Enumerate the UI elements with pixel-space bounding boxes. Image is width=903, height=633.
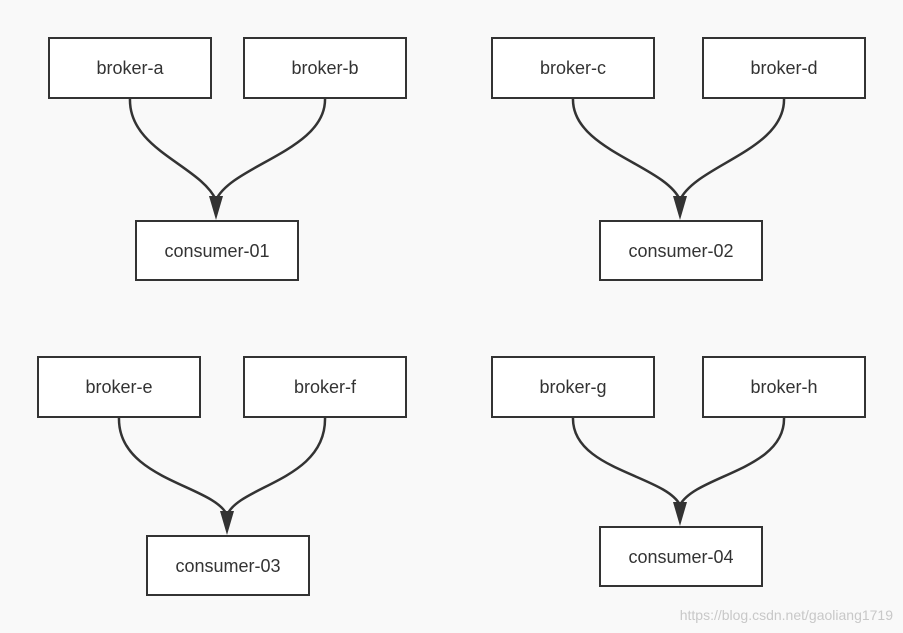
edge-broker-e-consumer-03 — [117, 416, 229, 516]
node-broker-g: broker-g — [491, 356, 655, 418]
node-broker-a-label: broker-a — [96, 58, 164, 78]
node-broker-h-label: broker-h — [750, 377, 817, 397]
arrowhead-consumer-02 — [673, 196, 687, 220]
node-consumer-02: consumer-02 — [599, 220, 763, 281]
arrowhead-consumer-04 — [673, 502, 687, 526]
node-broker-h: broker-h — [702, 356, 866, 418]
node-broker-e: broker-e — [37, 356, 201, 418]
node-consumer-01: consumer-01 — [135, 220, 299, 281]
group-consumer-03: broker-e broker-f consumer-03 — [37, 356, 407, 596]
group-consumer-04: broker-g broker-h consumer-04 — [491, 356, 866, 587]
node-broker-e-label: broker-e — [85, 377, 152, 397]
arrowhead-consumer-03 — [220, 511, 234, 535]
watermark-text: https://blog.csdn.net/gaoliang1719 — [679, 607, 893, 623]
edge-broker-c-consumer-02 — [571, 97, 682, 201]
node-broker-b-label: broker-b — [291, 58, 358, 78]
node-broker-d: broker-d — [702, 37, 866, 99]
node-consumer-03: consumer-03 — [146, 535, 310, 596]
arrowhead-consumer-01 — [209, 196, 223, 220]
node-broker-d-label: broker-d — [750, 58, 817, 78]
node-consumer-04-label: consumer-04 — [628, 547, 733, 567]
node-broker-f-label: broker-f — [294, 377, 357, 397]
edge-broker-a-consumer-01 — [128, 97, 218, 201]
node-consumer-03-label: consumer-03 — [175, 556, 280, 576]
node-consumer-04: consumer-04 — [599, 526, 763, 587]
node-broker-c-label: broker-c — [540, 58, 606, 78]
node-broker-g-label: broker-g — [539, 377, 606, 397]
edge-broker-b-consumer-01 — [214, 97, 327, 201]
node-broker-f: broker-f — [243, 356, 407, 418]
edge-broker-d-consumer-02 — [678, 97, 786, 201]
node-broker-c: broker-c — [491, 37, 655, 99]
node-consumer-01-label: consumer-01 — [164, 241, 269, 261]
edge-broker-f-consumer-03 — [225, 416, 327, 516]
node-broker-a: broker-a — [48, 37, 212, 99]
edge-broker-h-consumer-04 — [678, 416, 786, 506]
node-broker-b: broker-b — [243, 37, 407, 99]
group-consumer-01: broker-a broker-b consumer-01 — [48, 37, 407, 281]
group-consumer-02: broker-c broker-d consumer-02 — [491, 37, 866, 281]
edge-broker-g-consumer-04 — [571, 416, 682, 506]
node-consumer-02-label: consumer-02 — [628, 241, 733, 261]
